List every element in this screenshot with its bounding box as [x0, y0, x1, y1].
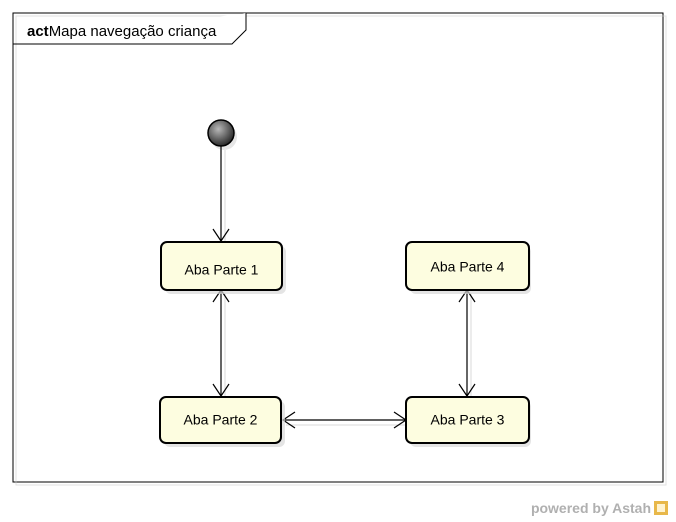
edge-aba2-aba3	[281, 411, 408, 429]
action-node-aba2[interactable]: Aba Parte 2	[159, 396, 285, 447]
astah-watermark: powered by Astah	[531, 500, 668, 516]
diagram-frame: actMapa navegação criança	[12, 12, 667, 486]
aba1-label: Aba Parte 1	[185, 262, 259, 278]
aba3-label: Aba Parte 3	[431, 412, 505, 428]
aba4-label: Aba Parte 4	[431, 259, 505, 275]
initial-node[interactable]	[207, 119, 237, 150]
edge-shadows	[224, 150, 472, 426]
action-node-aba1[interactable]: Aba Parte 1	[160, 241, 286, 294]
frame-name: Mapa navegação criança	[49, 23, 217, 40]
aba2-label: Aba Parte 2	[184, 412, 258, 428]
watermark-text: powered by Astah	[530, 500, 651, 516]
edge-aba1-aba2	[212, 288, 230, 398]
action-node-aba3[interactable]: Aba Parte 3	[405, 396, 531, 447]
frame-title: actMapa navegação criança	[27, 23, 217, 40]
frame-keyword: act	[27, 23, 49, 40]
action-node-aba4[interactable]: Aba Parte 4	[405, 241, 531, 294]
edge-initial-to-aba1	[212, 146, 230, 243]
edge-aba4-aba3	[458, 288, 476, 398]
astah-logo-icon	[654, 501, 668, 515]
